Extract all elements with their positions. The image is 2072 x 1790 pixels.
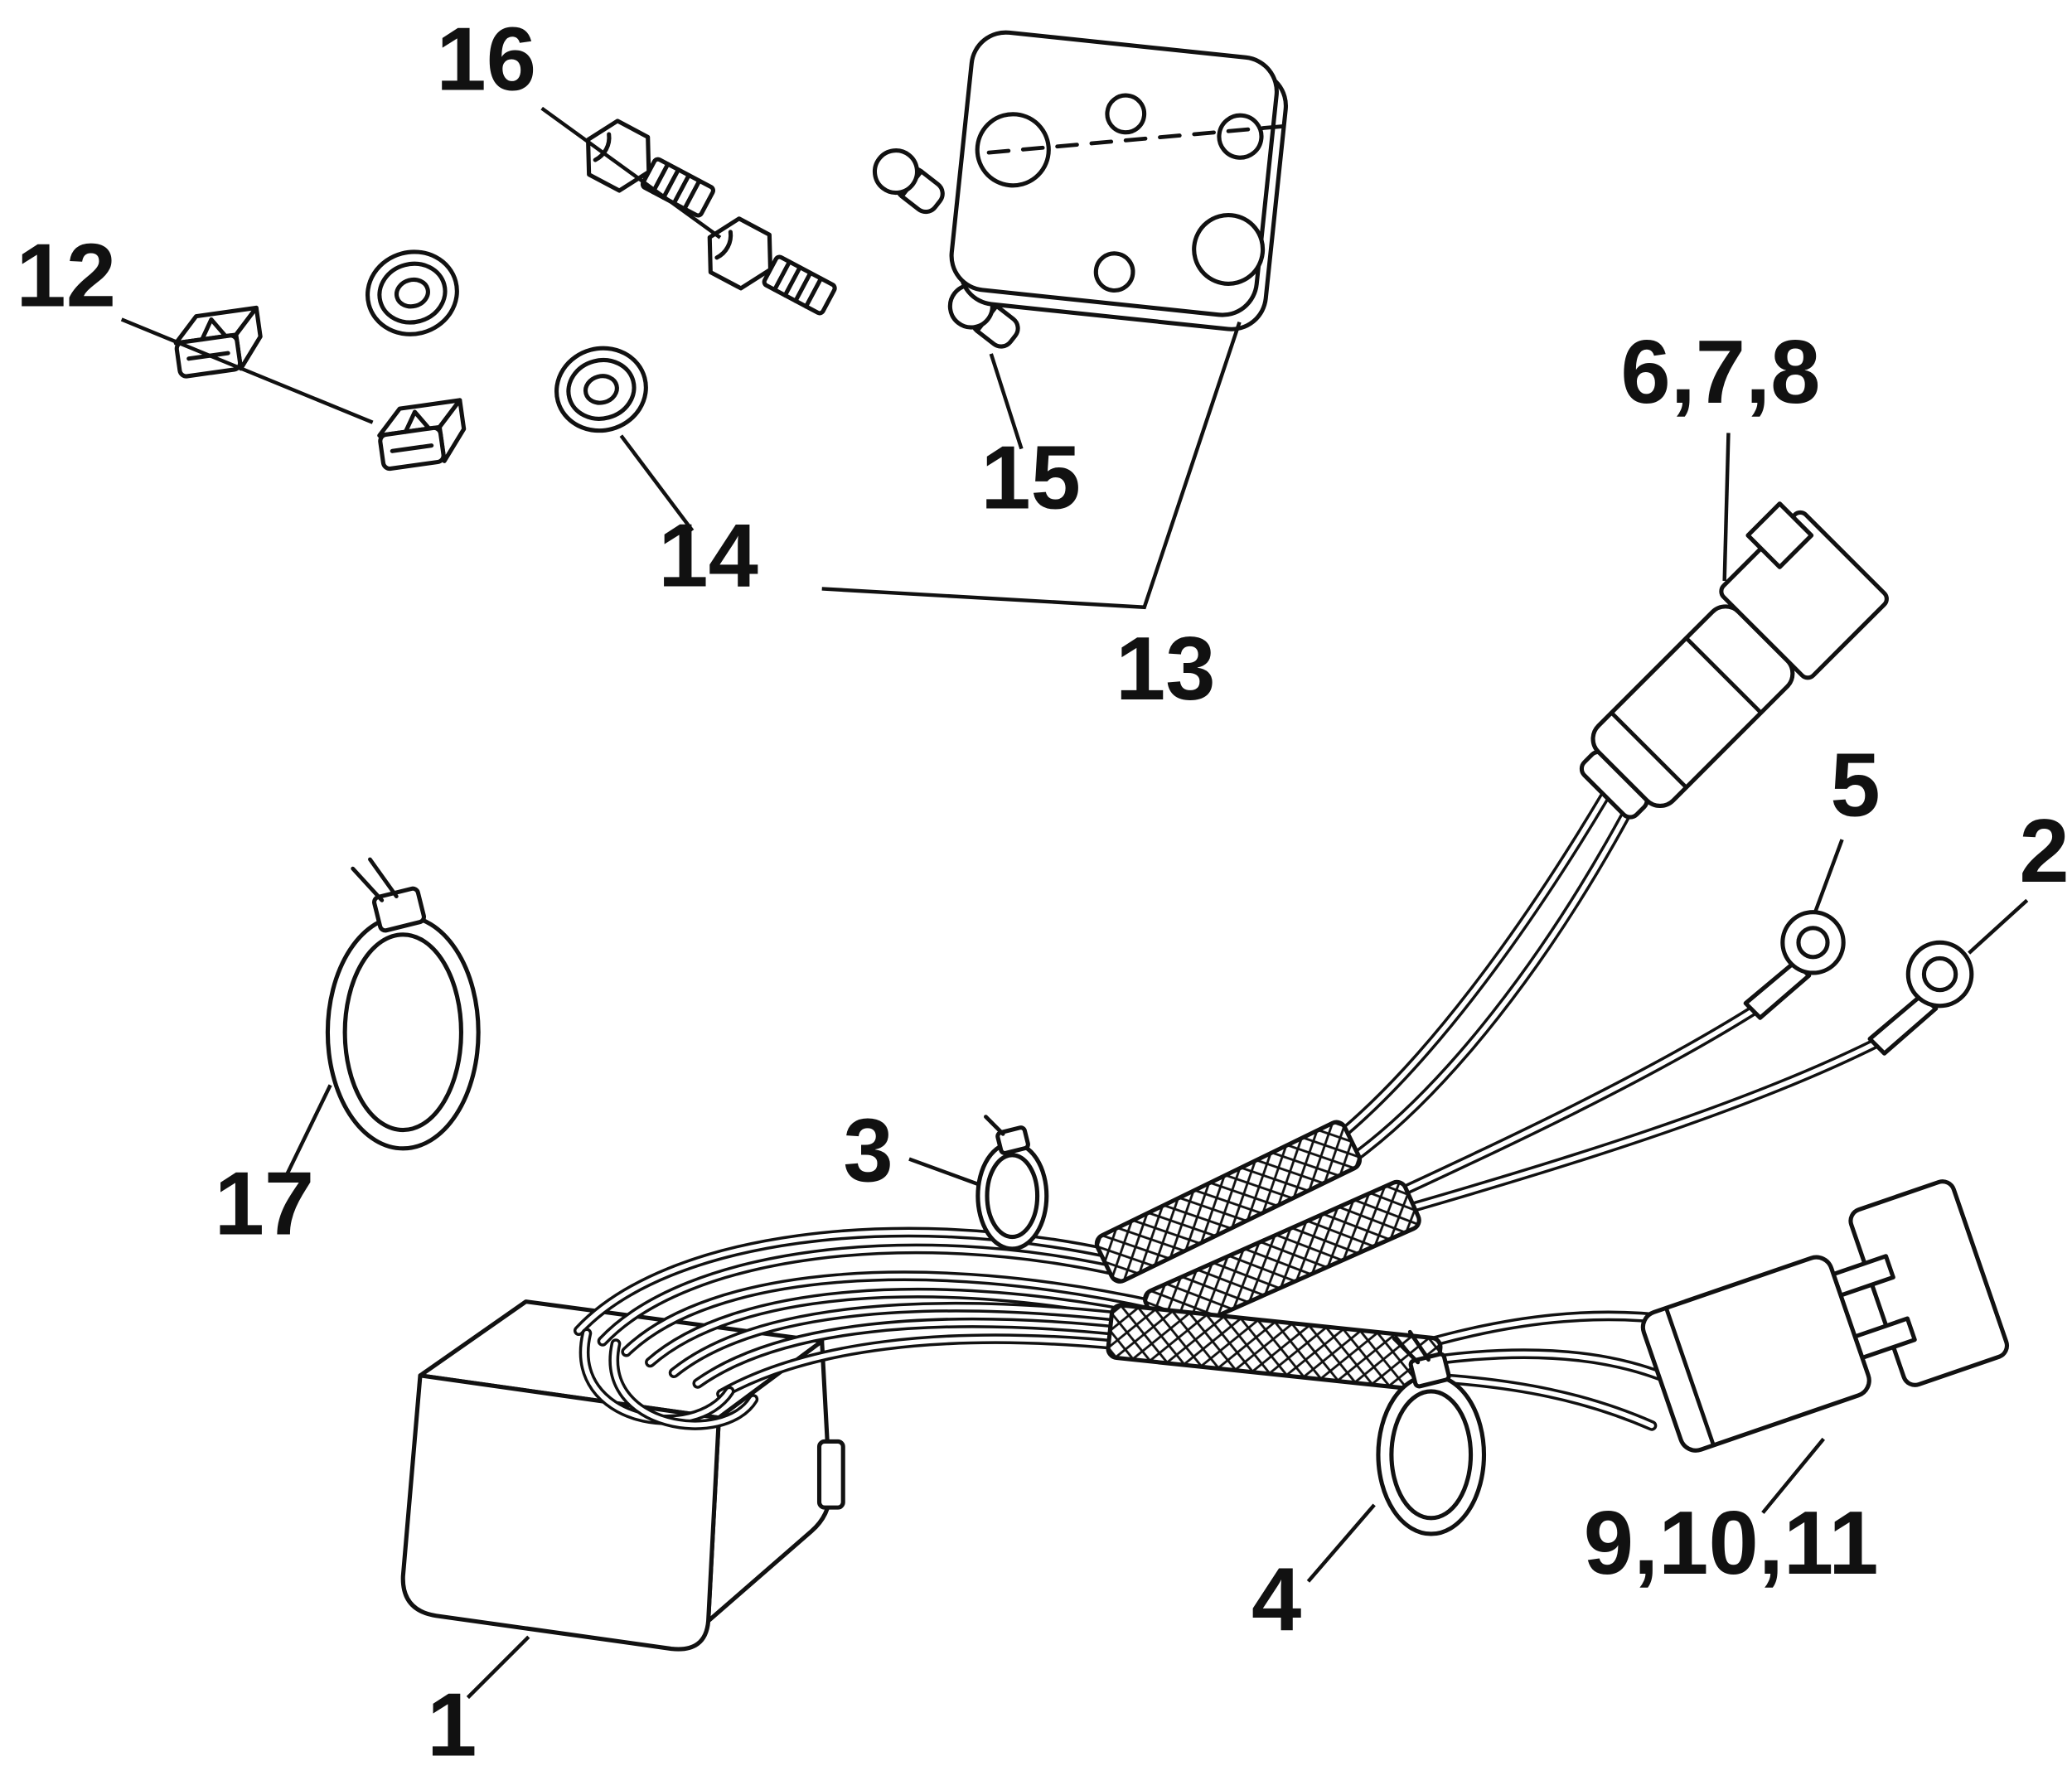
leader-6-7-8 [1722,433,1731,581]
leader-5 [1813,839,1844,912]
centerline [986,123,1291,155]
hex-bolt-icon [695,210,843,327]
callout-5-label: 5 [1830,734,1880,835]
callout-15-label: 15 [980,427,1081,527]
push-clip-icon [376,400,468,470]
connector-9-10-11 [1640,1179,2010,1453]
leader-1 [466,1635,530,1700]
tie-head [995,1125,1030,1156]
leader-17 [283,1084,332,1178]
callout-17-label: 17 [215,1153,315,1253]
callout-2-label: 2 [2019,801,2069,901]
leader-13 [821,321,1242,610]
bracket-hole [1217,113,1264,160]
ring-terminal-5 [1743,910,1846,1020]
callout-9-10-11-label: 9,10,11 [1584,1492,1879,1593]
hex-bolts-16 [574,113,843,327]
leader-4 [1306,1503,1376,1583]
callout-1-label: 1 [427,1675,477,1775]
callout-13-label: 13 [1116,618,1216,718]
ring-terminal-2 [1867,940,1974,1056]
callout-14-label: 14 [658,505,758,605]
callout-labels: 16 12 14 15 13 6,7,8 5 2 3 17 1 4 9,10,1… [16,8,2069,1774]
sleeve-wrap [1094,1120,1363,1284]
cable-tie-17 [325,857,481,1151]
bracket-hole [975,112,1051,188]
snap-pin-icon [866,142,951,220]
module-tab [816,1439,845,1510]
push-clip-icon [172,307,264,377]
bracket-hole [1105,93,1147,135]
callout-6-7-8-label: 6,7,8 [1620,322,1820,422]
cable-tie-4 [1376,1329,1487,1536]
leader-9-10-11 [1761,1437,1825,1514]
hex-bolt-icon [574,113,721,230]
cable-tie-3 [975,1115,1049,1251]
bracket-hole [1093,251,1135,293]
sleeve-wrap [1106,1303,1443,1393]
callout-12-label: 12 [16,225,116,326]
bracket-hole [1192,213,1266,286]
leader-lines [120,106,2029,1700]
callout-4-label: 4 [1251,1549,1301,1649]
leader-16 [540,106,722,239]
connector-latch [1745,501,1814,569]
leader-2 [1968,898,2029,955]
leader-3 [908,1157,979,1186]
leader-12 [120,317,374,424]
callout-16-label: 16 [436,8,536,109]
harness-sleeves [1094,1120,1443,1393]
grommet-icon [547,338,655,440]
mounting-bracket-13 [949,30,1291,331]
leader-15 [989,353,1024,450]
callout-3-label: 3 [843,1101,893,1201]
leader-14 [619,434,695,532]
connector-6-7-8 [1579,501,1889,820]
grommet-icon [358,242,466,344]
